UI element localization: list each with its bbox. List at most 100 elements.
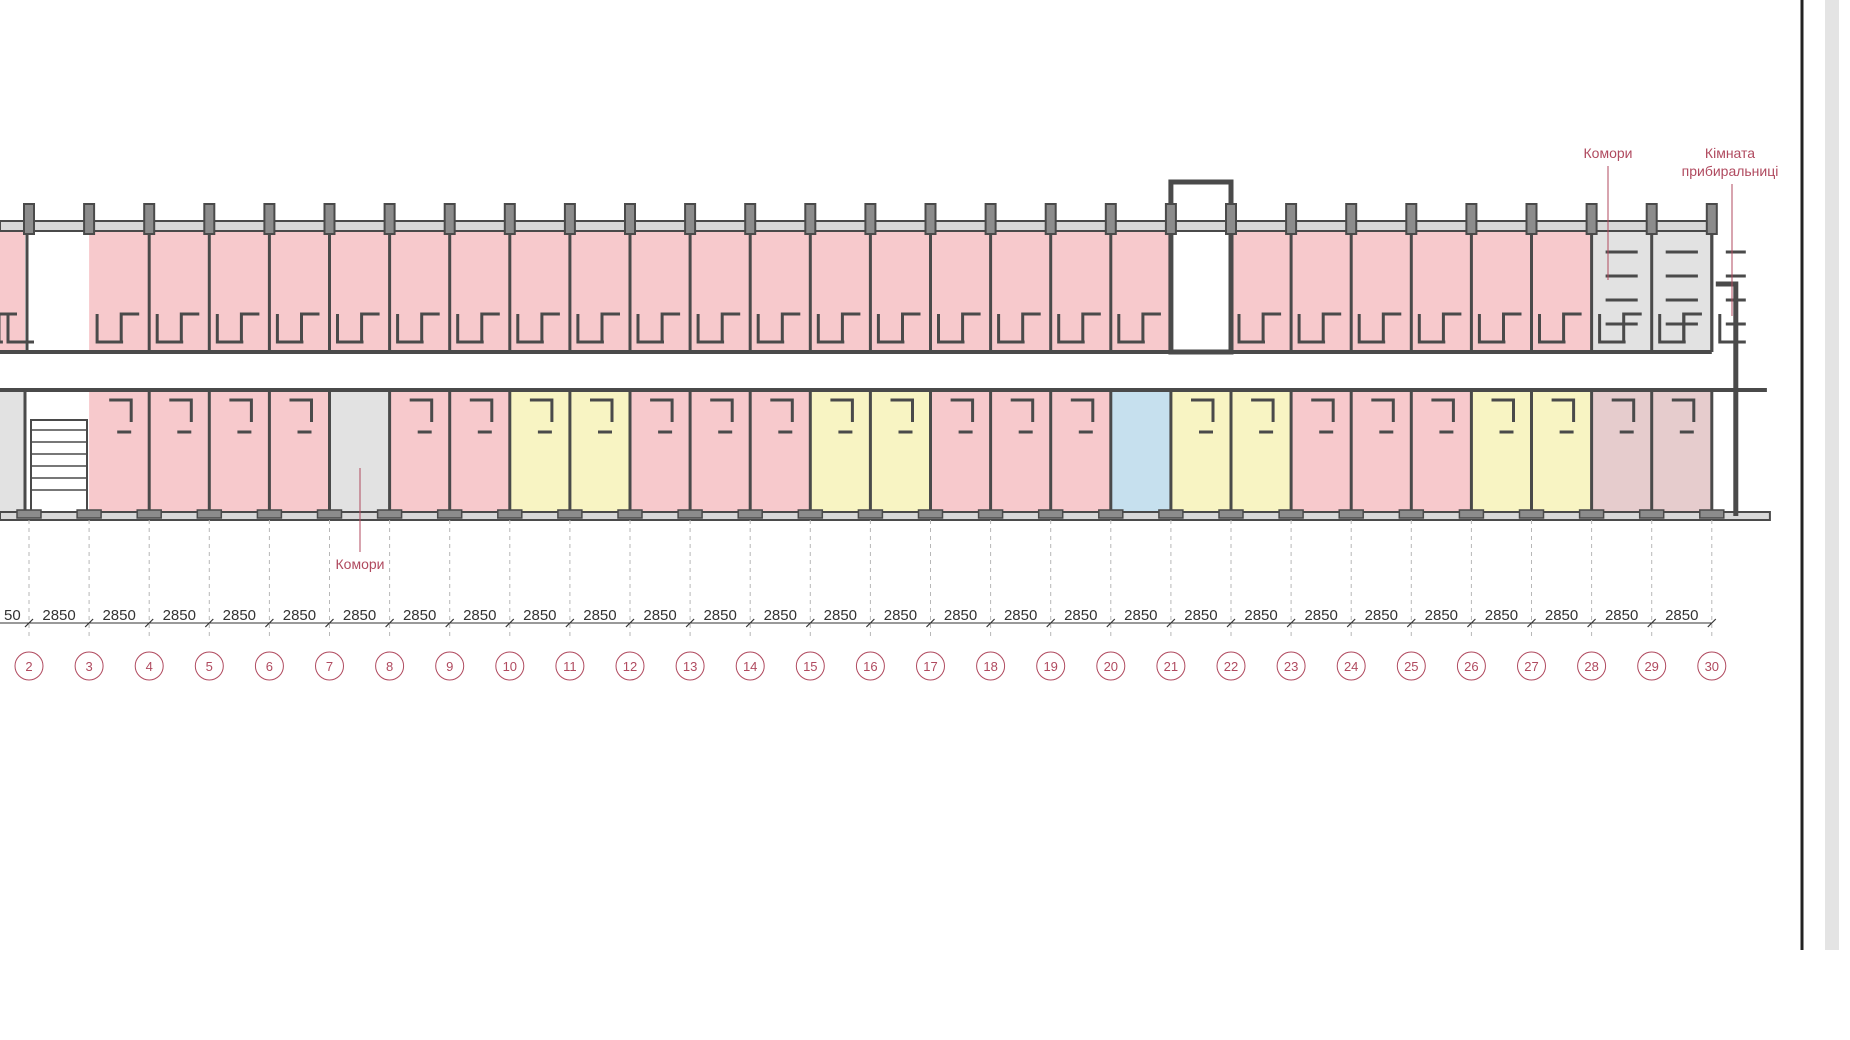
axis-bubble xyxy=(1517,651,1546,681)
room-fixture xyxy=(590,398,614,434)
room-fixture xyxy=(636,312,681,344)
room-fixture xyxy=(710,398,734,434)
bottom-room-pink xyxy=(990,390,1051,516)
axis-bubble xyxy=(315,651,344,681)
facade-pier xyxy=(376,509,403,519)
bottom-room-pink xyxy=(389,390,450,516)
dim-value: 2850 xyxy=(1665,607,1698,624)
facade-pier xyxy=(1518,509,1545,519)
bottom-room-pink xyxy=(630,390,691,516)
room-fixture xyxy=(6,314,34,344)
facade-pier xyxy=(83,203,96,235)
axis-label: 17 xyxy=(923,659,937,674)
top-facade-wall xyxy=(0,220,1717,232)
facade-pier xyxy=(443,203,456,235)
facade-pier xyxy=(1044,203,1057,235)
top-room-pink xyxy=(0,232,27,352)
dim-value: 2850 xyxy=(824,607,857,624)
top-room-pink xyxy=(630,232,691,352)
axis-bubble xyxy=(194,651,224,681)
room-fixture xyxy=(1251,398,1275,434)
dim-value: 2850 xyxy=(643,607,676,624)
room-fixture xyxy=(997,312,1041,344)
facade-pier xyxy=(984,203,997,235)
facade-pier xyxy=(136,509,162,519)
top-room-pink xyxy=(389,232,450,352)
axis-bubble xyxy=(735,651,765,681)
facade-pier xyxy=(804,203,817,235)
axis-bubble xyxy=(375,651,405,681)
bottom-room-yellow xyxy=(1170,390,1231,516)
dim-value: 2850 xyxy=(703,607,736,624)
facade-pier xyxy=(497,509,523,519)
axis-label: 6 xyxy=(266,659,273,674)
axis-bubble xyxy=(795,651,825,681)
room-fixture xyxy=(696,312,741,344)
facade-pier xyxy=(1585,203,1598,235)
facade-pier xyxy=(677,509,703,519)
facade-pier xyxy=(563,203,576,235)
axis-bubble xyxy=(555,651,585,681)
axis-label: 11 xyxy=(563,659,577,674)
top-room-pink xyxy=(209,232,270,352)
facade-pier xyxy=(624,203,636,235)
room-fixture xyxy=(396,312,440,344)
facade-pier xyxy=(1037,509,1064,519)
bottom-room-yellow xyxy=(1231,390,1292,516)
top-room-pink xyxy=(930,232,991,352)
axis-label: 24 xyxy=(1344,659,1358,674)
room-fixture xyxy=(469,398,494,434)
facade-pier xyxy=(203,203,216,235)
top-room-pink xyxy=(1291,232,1352,352)
facade-pier xyxy=(1405,203,1418,235)
bottom-room-pink xyxy=(750,390,811,516)
dim-value: 2850 xyxy=(884,607,917,624)
axis-label: 3 xyxy=(85,659,92,674)
facade-pier xyxy=(316,509,343,519)
axis-bubble xyxy=(1456,651,1486,681)
room-fixture xyxy=(1538,312,1582,344)
room-fixture xyxy=(816,312,861,344)
axis-label: 10 xyxy=(503,659,517,674)
dim-value: 2850 xyxy=(1304,607,1337,624)
dim-value: 2850 xyxy=(1365,607,1398,624)
axis-label: 26 xyxy=(1464,659,1478,674)
room-fixture xyxy=(1311,398,1335,434)
bottom-room-pink xyxy=(269,390,330,516)
facade-pier xyxy=(1285,203,1298,235)
room-fixture xyxy=(576,312,620,344)
bottom-facade-wall xyxy=(0,511,1771,521)
axis-bubble xyxy=(1096,651,1126,681)
room-fixture xyxy=(950,398,975,434)
room-fixture xyxy=(215,312,260,344)
room-fixture xyxy=(169,398,193,434)
bottom-room-pink xyxy=(1411,390,1472,516)
facade-pier xyxy=(1218,509,1244,519)
end-wall xyxy=(1715,281,1739,516)
facade-pier xyxy=(617,509,643,519)
room-fixture xyxy=(1371,398,1395,434)
top-room-pink xyxy=(1531,232,1592,352)
facade-pier xyxy=(143,203,156,235)
axis-label: 18 xyxy=(983,659,997,674)
bottom-room-yellow xyxy=(870,390,931,516)
room-fixture xyxy=(1237,312,1282,344)
room-fixture xyxy=(830,398,854,434)
top-room-pink xyxy=(750,232,811,352)
facade-pier xyxy=(1158,509,1184,519)
axis-bubble xyxy=(1216,651,1246,681)
facade-pier xyxy=(503,203,516,235)
dim-value-partial: 50 xyxy=(4,607,21,624)
facade-pier xyxy=(256,509,283,519)
dim-value: 2850 xyxy=(1244,607,1277,624)
bottom-room-pink xyxy=(1050,390,1111,516)
top-room-pink xyxy=(810,232,871,352)
room-fixture xyxy=(409,398,434,434)
dim-value: 2850 xyxy=(102,607,135,624)
facade-pier xyxy=(917,509,944,519)
room-fixture xyxy=(1551,398,1576,434)
facade-pier xyxy=(797,509,824,519)
facade-pier xyxy=(16,509,42,519)
axis-bubble xyxy=(74,651,104,681)
bottom-room-mauve xyxy=(1591,390,1652,516)
